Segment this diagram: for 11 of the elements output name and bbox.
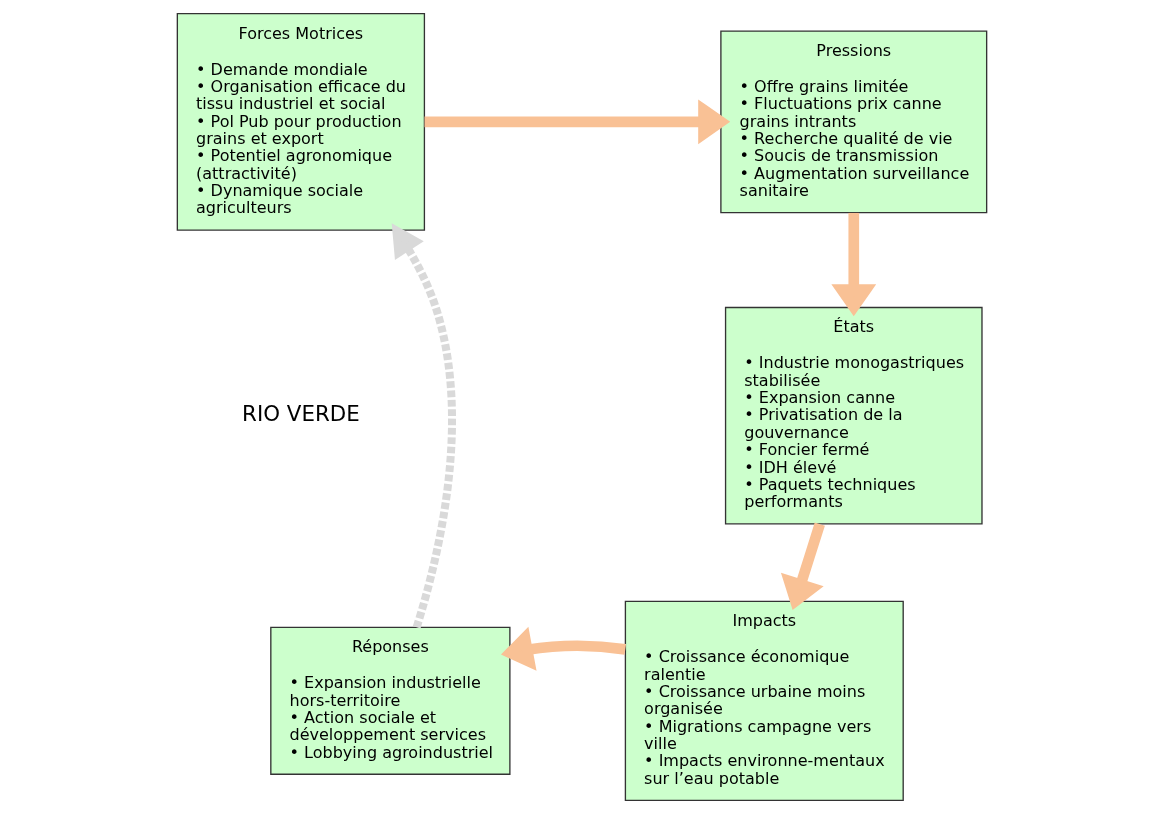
arrow [780, 522, 825, 611]
node-box: Forces Motrices • Demande mondiale • Organisation efficace du tissu industriel et social • Pol Pub pour production grains et export • Potentiel agronomique (attractivité) • Dynamique sociale agriculteurs [176, 13, 425, 231]
node-box: Pressions • Offre grains limitée • Fluctuations prix canne grains intrants • Recherche qualité de vie • Soucis de transmission • Augmentation surveillance sanitaire [719, 30, 987, 214]
node-box: États • Industrie monogastriques stabilisée • Expansion canne • Privatisation de la gouvernance • Foncier fermé • IDH élevé • Paquets techniques performants [724, 306, 983, 525]
arrow [391, 223, 456, 629]
arrow [500, 626, 626, 671]
node-box: Réponses • Expansion industrielle hors-territoire • Action sociale et développement services • Lobbying agroindustriel [269, 626, 511, 775]
label: RIO VERDE [241, 400, 360, 426]
arrow [424, 99, 730, 145]
arrow [830, 212, 876, 317]
node-box: Impacts • Croissance économique ralentie • Croissance urbaine moins organisée • Migrations campagne vers ville • Impacts environne-mentaux sur l’eau potable [624, 600, 904, 801]
